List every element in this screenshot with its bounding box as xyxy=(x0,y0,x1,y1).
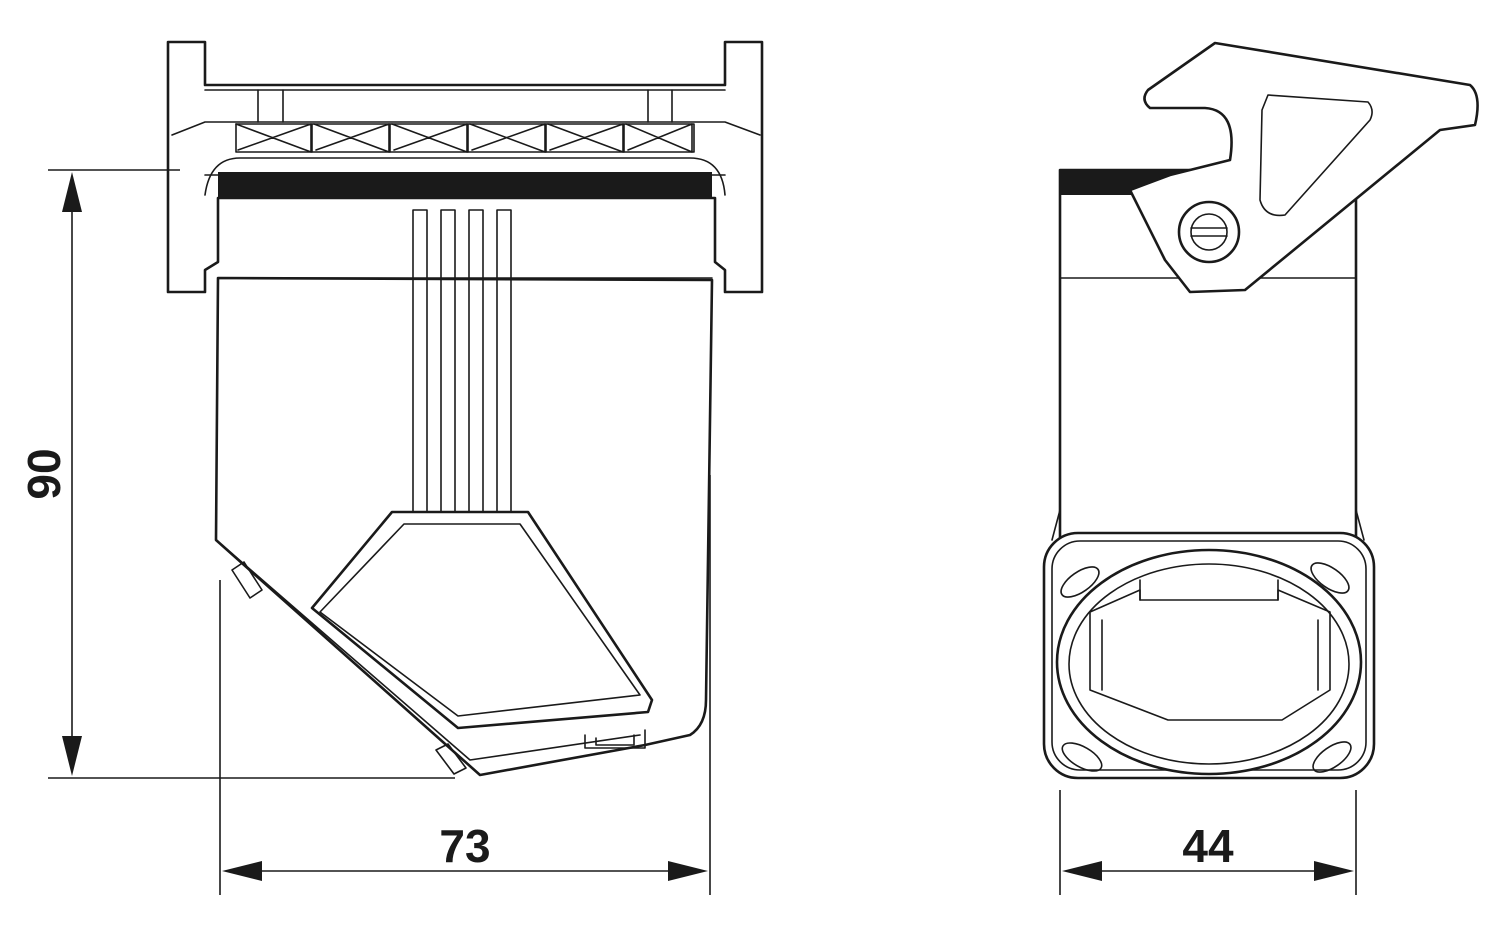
dimension-front-width-arrow-left xyxy=(222,861,262,881)
side-view-hole-br xyxy=(1312,741,1352,773)
dimension-side-width-label: 44 xyxy=(1182,820,1234,872)
side-view-hole-tr xyxy=(1310,562,1350,594)
dimension-side-width-arrow-right xyxy=(1314,861,1354,881)
dimension-height-label: 90 xyxy=(18,448,70,499)
dimension-front-width-arrow-right xyxy=(668,861,708,881)
side-view-hole-bl xyxy=(1061,742,1103,772)
front-view-cable-entry xyxy=(310,510,654,730)
front-view-flange xyxy=(166,40,764,294)
front-view-ribs xyxy=(412,209,512,513)
dimension-front-width: 73 xyxy=(219,475,711,895)
front-view-gasket xyxy=(218,172,712,197)
dimension-side-width: 44 xyxy=(1059,790,1357,895)
dimension-front-width-label: 73 xyxy=(439,820,490,872)
side-view xyxy=(1042,41,1479,780)
dimension-side-width-arrow-left xyxy=(1062,861,1102,881)
side-view-hole-tl xyxy=(1060,566,1100,598)
dimension-height-arrow-bottom xyxy=(62,736,82,776)
side-view-pivot xyxy=(1177,200,1241,264)
front-view xyxy=(166,40,764,777)
dimension-height-arrow-top xyxy=(62,172,82,212)
dimension-height: 90 xyxy=(18,169,455,779)
front-view-truss xyxy=(235,123,695,153)
